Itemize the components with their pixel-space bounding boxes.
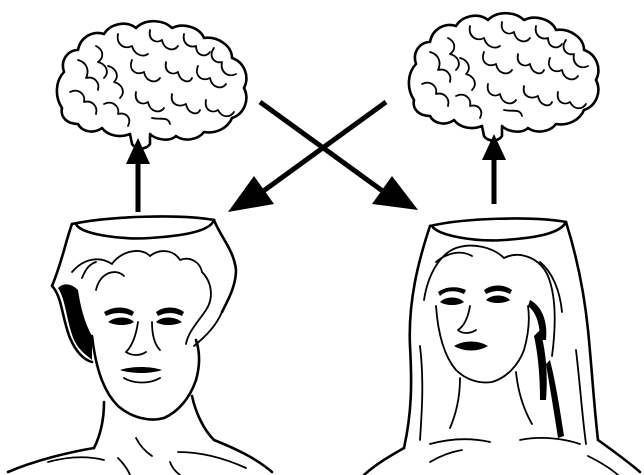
female-head-open-top	[364, 219, 640, 475]
brain-icon-left	[57, 21, 246, 148]
arrow-up-icon-right	[482, 134, 506, 204]
arrow-up-icon-left	[126, 138, 150, 212]
male-head-open-top	[8, 217, 272, 475]
brain-icon-right	[409, 13, 598, 140]
arrow-cross-swap-icon	[228, 102, 418, 212]
